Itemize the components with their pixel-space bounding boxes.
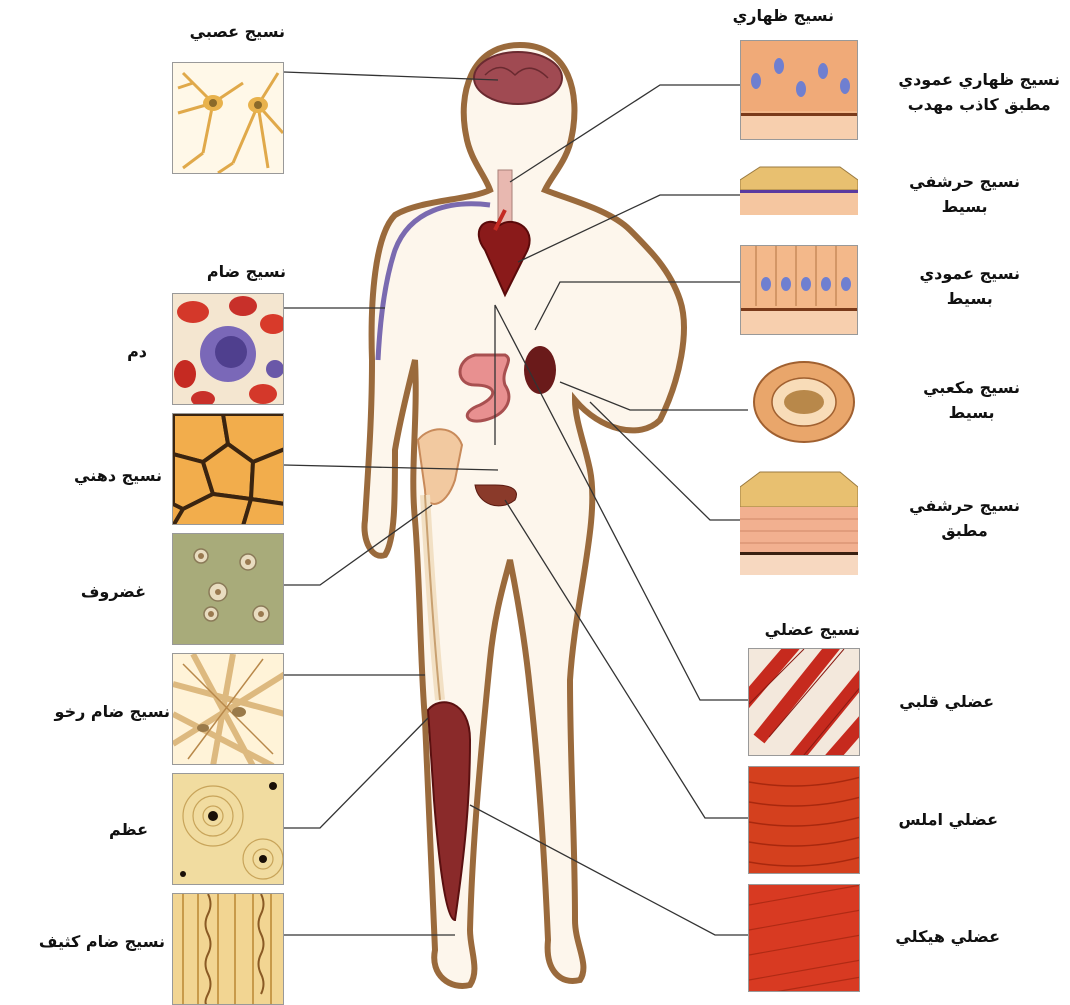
body-silhouette: [364, 45, 683, 986]
brain-icon: [474, 52, 562, 104]
